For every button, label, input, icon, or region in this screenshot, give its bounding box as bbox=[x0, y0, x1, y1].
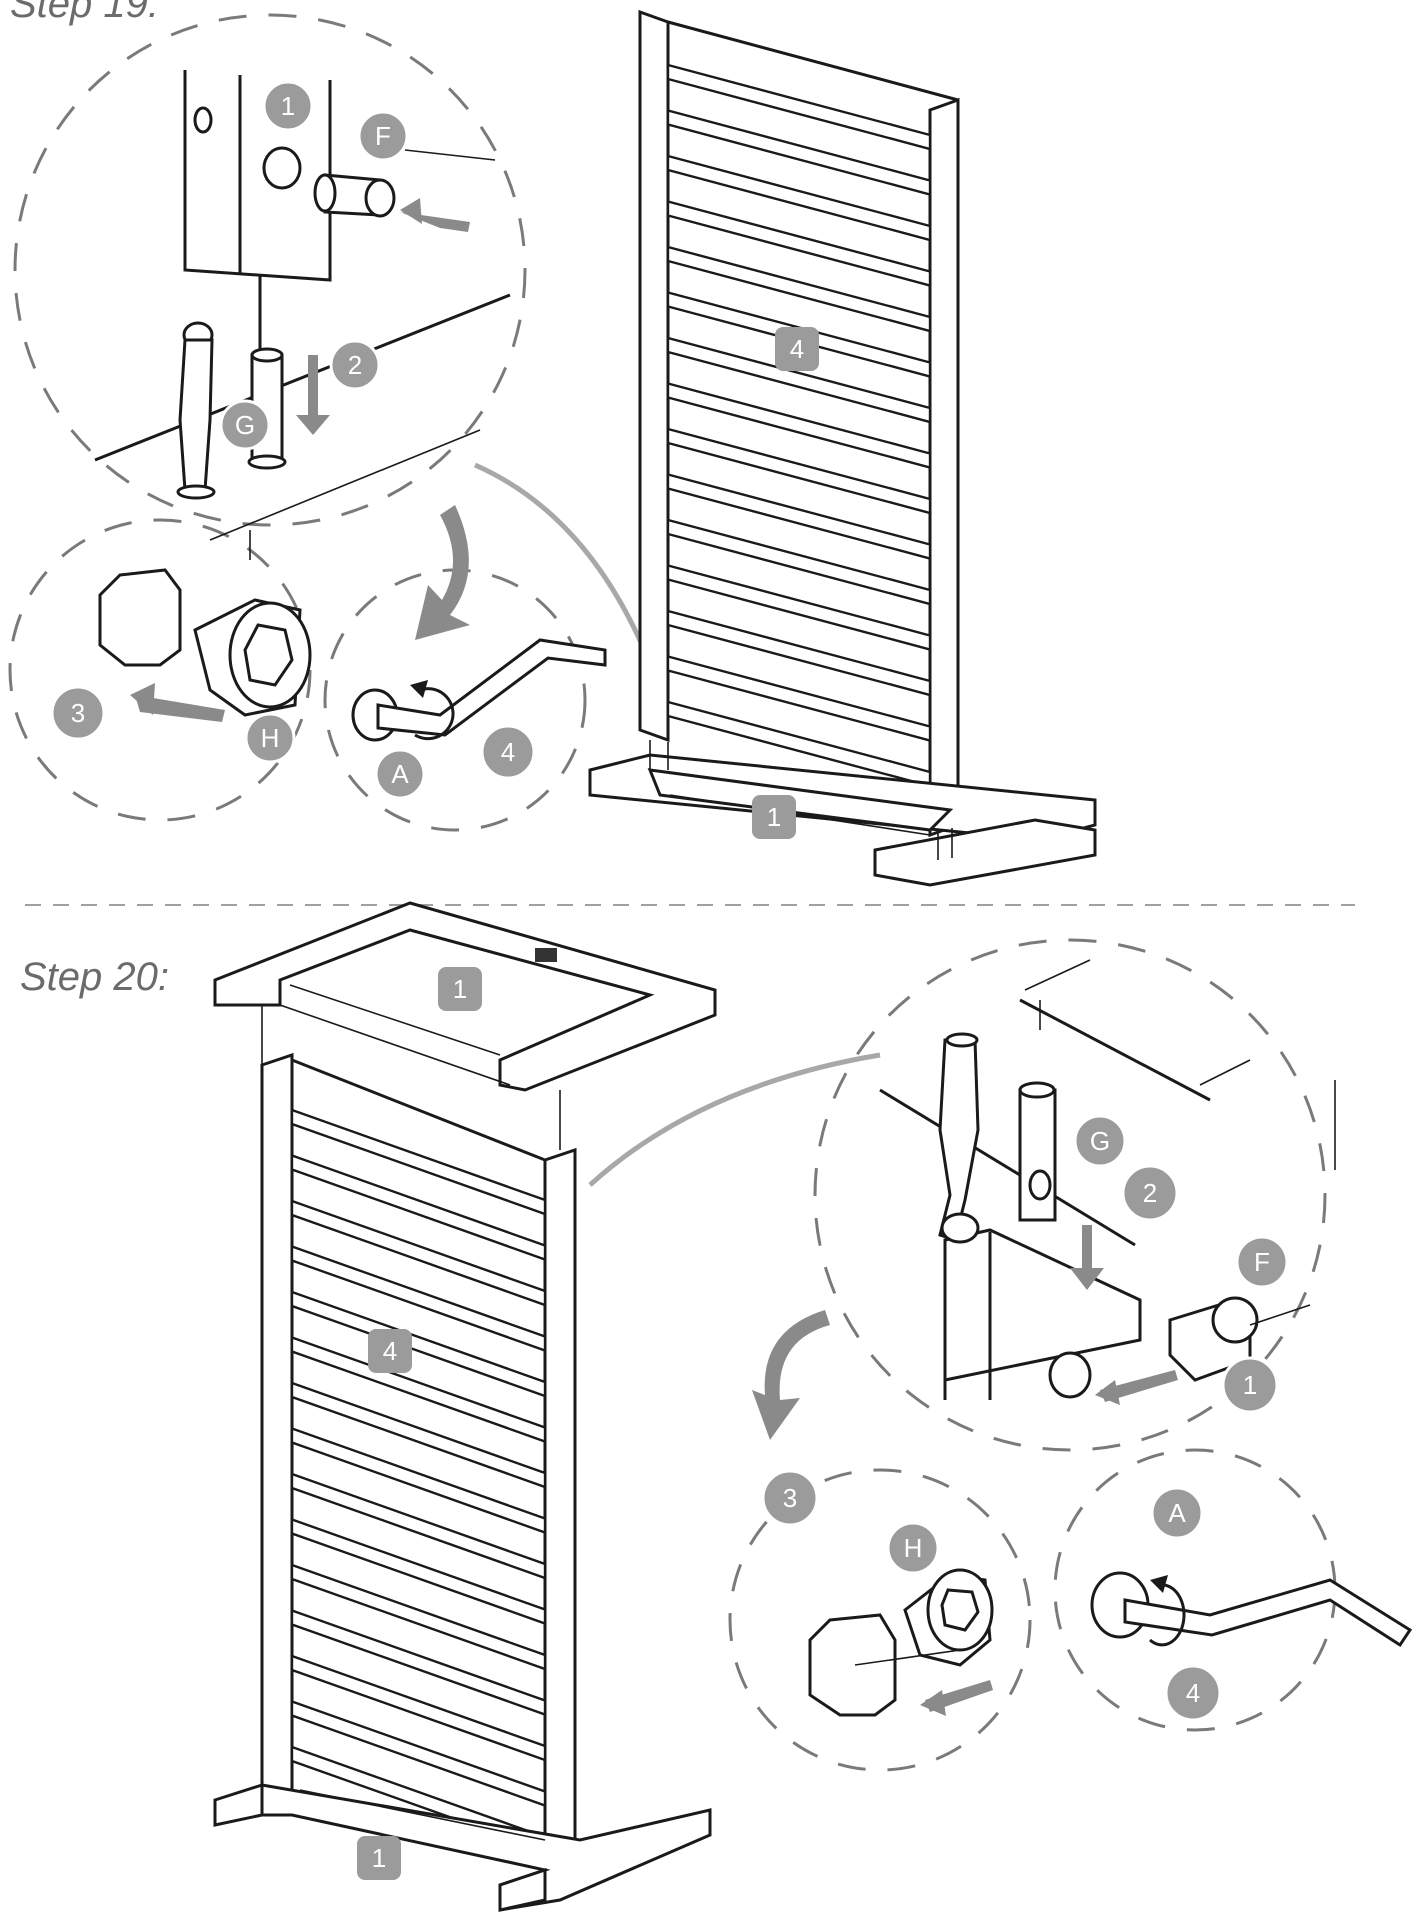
top-frame bbox=[213, 901, 717, 1150]
slat bbox=[290, 1426, 547, 1535]
frame-panel bbox=[260, 1052, 577, 1883]
label-1-circle bbox=[262, 80, 314, 132]
label-1-circle bbox=[1221, 1356, 1279, 1414]
slat bbox=[290, 1244, 547, 1353]
label-tighten-key: 4 bbox=[501, 737, 515, 767]
label-insert-barrel: 1 bbox=[1243, 1370, 1257, 1400]
label-bolt: G bbox=[1090, 1126, 1110, 1156]
label-h-circle bbox=[244, 712, 296, 764]
label-a-circle bbox=[374, 748, 426, 800]
label-panel-square bbox=[775, 327, 819, 371]
slat bbox=[666, 563, 932, 652]
bolt-detail bbox=[879, 959, 1336, 1405]
flow-arrow bbox=[752, 1310, 830, 1440]
slat bbox=[290, 1153, 547, 1262]
slat bbox=[666, 63, 932, 151]
label-f-circle bbox=[357, 110, 409, 162]
detail-guide bbox=[588, 1052, 881, 1187]
slat bbox=[666, 199, 932, 288]
floor-edge bbox=[94, 293, 511, 462]
slat bbox=[290, 1517, 547, 1626]
step-20-title: Step 20: bbox=[20, 955, 170, 999]
base-frame bbox=[588, 740, 1097, 887]
label-cap: H bbox=[904, 1533, 923, 1563]
slat bbox=[290, 1335, 547, 1444]
label-key: A bbox=[1168, 1498, 1186, 1528]
slat bbox=[666, 472, 932, 561]
label-top-frame: 1 bbox=[453, 974, 467, 1004]
label-2-circle bbox=[1121, 1164, 1179, 1222]
label-insert-barrel: 1 bbox=[281, 91, 295, 121]
slat bbox=[666, 245, 932, 333]
label-key: A bbox=[391, 759, 409, 789]
slat bbox=[290, 1563, 547, 1671]
label-fit-cap: 3 bbox=[71, 698, 85, 728]
slat bbox=[290, 1608, 547, 1717]
label-h-circle bbox=[886, 1521, 940, 1575]
slat bbox=[666, 427, 932, 515]
step-19-title: Step 19: bbox=[10, 0, 160, 26]
slat bbox=[290, 1699, 547, 1808]
label-2-circle bbox=[329, 339, 381, 391]
label-g-circle bbox=[1073, 1114, 1127, 1168]
label-barrel: F bbox=[1254, 1247, 1270, 1277]
slat bbox=[666, 336, 932, 424]
label-panel-square bbox=[368, 1329, 412, 1373]
label-frame-panel: 4 bbox=[790, 334, 804, 364]
label-bolt: G bbox=[235, 410, 255, 440]
label-3-circle bbox=[50, 685, 106, 741]
label-base-frame: 1 bbox=[372, 1843, 386, 1873]
label-drop-bolt: 2 bbox=[1143, 1178, 1157, 1208]
label-frame-panel: 4 bbox=[383, 1336, 397, 1366]
slat bbox=[290, 1381, 547, 1489]
label-top-square bbox=[438, 967, 482, 1011]
label-base-square bbox=[357, 1836, 401, 1880]
label-4-circle bbox=[1164, 1664, 1222, 1722]
label-base-frame: 1 bbox=[767, 802, 781, 832]
slat bbox=[666, 381, 932, 470]
slat bbox=[666, 108, 932, 197]
slat bbox=[666, 518, 932, 606]
slat bbox=[666, 609, 932, 697]
step-20 bbox=[213, 901, 1413, 1912]
slat bbox=[666, 654, 932, 743]
label-3-circle bbox=[761, 1469, 819, 1527]
panel-block bbox=[183, 70, 496, 360]
frame-panel bbox=[638, 9, 960, 838]
label-tighten-key: 4 bbox=[1186, 1678, 1200, 1708]
label-f-circle bbox=[1235, 1235, 1289, 1289]
step-19 bbox=[8, 9, 1097, 887]
label-fit-cap: 3 bbox=[783, 1483, 797, 1513]
label-drop-bolt: 2 bbox=[348, 350, 362, 380]
label-4-circle bbox=[480, 724, 536, 780]
slat bbox=[290, 1654, 547, 1762]
step-19-labels: 1 F 2 G 3 H A 4 4 1 bbox=[50, 80, 819, 839]
base-frame bbox=[213, 1782, 712, 1912]
label-barrel: F bbox=[375, 121, 391, 151]
slat bbox=[290, 1199, 547, 1307]
label-a-circle bbox=[1150, 1486, 1204, 1540]
cap-part bbox=[98, 568, 312, 722]
slat bbox=[290, 1472, 547, 1580]
detail-circle-cap bbox=[8, 518, 312, 822]
key-part bbox=[351, 638, 607, 742]
detail-circle-bolt bbox=[813, 938, 1327, 1452]
label-cap: H bbox=[261, 723, 280, 753]
label-base-square bbox=[752, 795, 796, 839]
slat bbox=[666, 154, 932, 242]
slat bbox=[290, 1108, 547, 1216]
cap-part bbox=[808, 1568, 994, 1717]
flow-arrow bbox=[415, 505, 470, 640]
detail-circle-cap bbox=[728, 1468, 1032, 1772]
step-20-labels: 1 4 1 G 2 F 1 3 H A 4 bbox=[357, 967, 1289, 1880]
key-part bbox=[1090, 1571, 1413, 1648]
slat bbox=[290, 1290, 547, 1398]
label-g-circle bbox=[219, 399, 271, 451]
detail-circle-bolt bbox=[13, 13, 527, 527]
